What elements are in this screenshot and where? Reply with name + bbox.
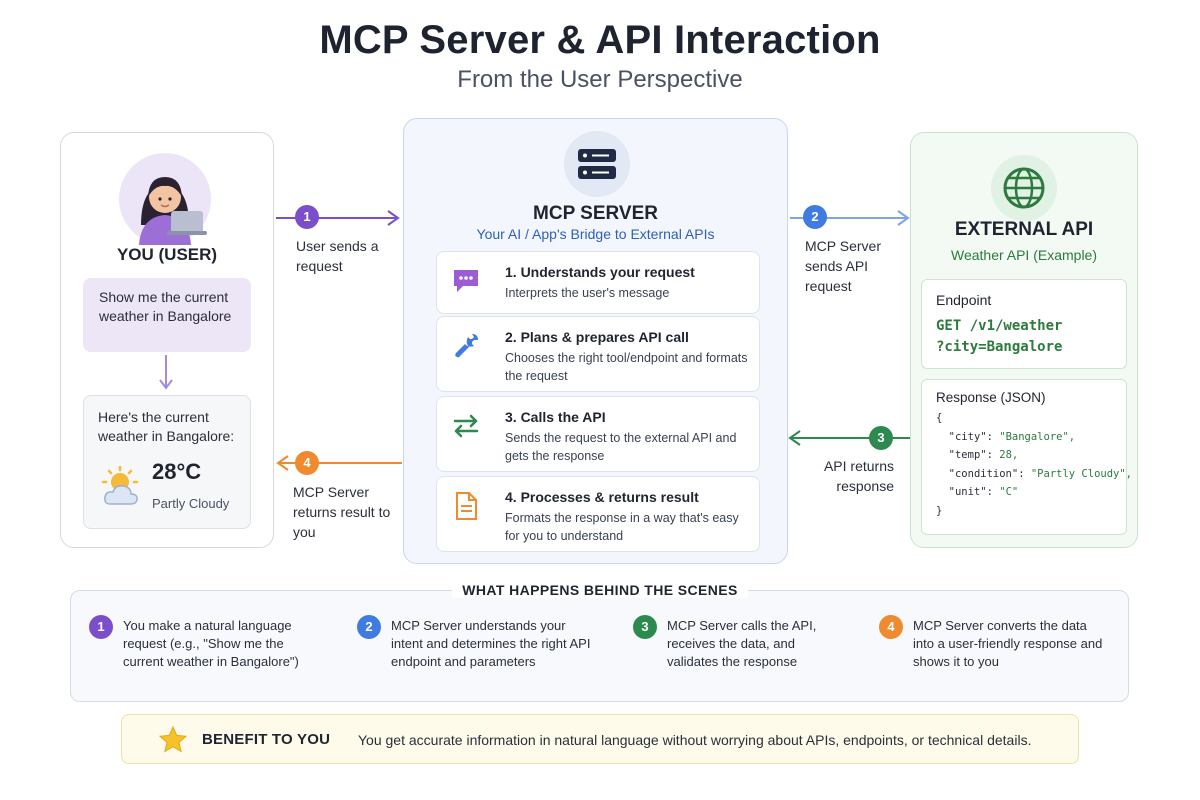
server-step-3: 3. Calls the API Sends the request to th… <box>436 396 760 472</box>
benefit-text: You get accurate information in natural … <box>358 732 1032 748</box>
bts-badge: 3 <box>633 615 657 639</box>
temperature-value: 28°C <box>152 459 202 484</box>
response-intro: Here's the current weather in Bangalore: <box>98 409 235 444</box>
step-desc: Chooses the right tool/endpoint and form… <box>505 351 748 383</box>
step-desc: Interprets the user's message <box>505 286 670 300</box>
flow-badge-1: 1 <box>295 205 319 229</box>
bts-badge: 4 <box>879 615 903 639</box>
behind-scenes-panel: 1 You make a natural language request (e… <box>70 590 1129 702</box>
benefit-banner: BENEFIT TO YOU You get accurate informat… <box>121 714 1079 764</box>
response-label: Response (JSON) <box>936 390 1046 405</box>
flow-arrow-4 <box>276 455 402 471</box>
swap-arrows-icon <box>453 414 479 438</box>
bts-badge: 2 <box>357 615 381 639</box>
user-response-bubble: Here's the current weather in Bangalore:… <box>83 395 251 529</box>
json-open: { <box>936 412 943 424</box>
flow-label-4: MCP Server returns result to you <box>293 484 391 540</box>
user-request-bubble: Show me the current weather in Bangalore <box>83 278 251 352</box>
user-title: YOU (USER) <box>116 245 218 264</box>
server-step-4: 4. Processes & returns result Formats th… <box>436 476 760 552</box>
step-desc: Formats the response in a way that's eas… <box>505 511 739 543</box>
flow-label-3: API returns response <box>823 458 894 494</box>
user-avatar-icon <box>119 153 211 245</box>
server-step-2: 2. Plans & prepares API call Chooses the… <box>436 316 760 392</box>
step-title: 4. Processes & returns result <box>505 489 699 505</box>
endpoint-box: Endpoint GET /v1/weather ?city=Bangalore <box>921 279 1127 369</box>
bts-text: You make a natural language request (e.g… <box>123 618 299 669</box>
weather-condition: Partly Cloudy <box>152 496 230 511</box>
step-desc: Sends the request to the external API an… <box>505 431 737 463</box>
user-panel: YOU (USER) Show me the current weather i… <box>60 132 274 548</box>
mcp-server-panel: MCP SERVER Your AI / App's Bridge to Ext… <box>403 118 788 564</box>
step-title: 3. Calls the API <box>505 409 606 425</box>
document-icon <box>456 492 477 520</box>
bts-badge: 1 <box>89 615 113 639</box>
down-arrow-icon <box>159 355 173 390</box>
json-field: "temp": 28, <box>948 449 1019 461</box>
json-close: } <box>936 504 943 517</box>
flow-arrow-3 <box>788 430 910 446</box>
endpoint-line: ?city=Bangalore <box>936 339 1063 355</box>
server-title: MCP SERVER <box>533 203 658 224</box>
json-field: "city": "Bangalore", <box>948 430 1076 443</box>
flow-badge-3: 3 <box>869 426 893 450</box>
step-title: 2. Plans & prepares API call <box>505 329 689 345</box>
behind-scenes-title: WHAT HAPPENS BEHIND THE SCENES <box>0 582 1200 598</box>
step-title: 1. Understands your request <box>505 264 695 280</box>
flow-arrow-1 <box>276 210 400 226</box>
flow-badge-2: 2 <box>803 205 827 229</box>
bts-text: MCP Server calls the API, receives the d… <box>667 618 817 669</box>
server-step-1: 1. Understands your request Interprets t… <box>436 251 760 314</box>
page-title: MCP Server & API Interaction <box>319 18 881 62</box>
flow-badge-4: 4 <box>295 451 319 475</box>
globe-icon <box>991 155 1057 221</box>
bts-text: MCP Server converts the data into a user… <box>913 618 1103 669</box>
chat-icon <box>454 270 478 292</box>
flow-label-2: MCP Server sends API request <box>805 238 881 294</box>
wrench-icon <box>455 334 478 358</box>
response-box: Response (JSON) { "city": "Bangalore", "… <box>921 379 1133 535</box>
server-subtitle: Your AI / App's Bridge to External APIs <box>476 226 715 242</box>
json-field: "condition": "Partly Cloudy", <box>948 467 1133 480</box>
endpoint-label: Endpoint <box>936 292 992 308</box>
flow-label-1: User sends a request <box>296 238 379 274</box>
weather-summary: 28°C Partly Cloudy <box>98 460 238 516</box>
json-field: "unit": "C" <box>948 486 1019 498</box>
partly-cloudy-icon <box>101 466 139 505</box>
external-api-panel: EXTERNAL API Weather API (Example) Endpo… <box>910 132 1138 548</box>
server-icon <box>564 131 630 197</box>
star-icon <box>158 725 188 753</box>
bts-text: MCP Server understands your intent and d… <box>391 618 591 669</box>
api-title: EXTERNAL API <box>954 219 1094 240</box>
page-subtitle: From the User Perspective <box>457 66 743 93</box>
api-subtitle: Weather API (Example) <box>950 247 1098 263</box>
endpoint-line: GET /v1/weather <box>936 318 1063 334</box>
benefit-label: BENEFIT TO YOU <box>202 731 331 748</box>
